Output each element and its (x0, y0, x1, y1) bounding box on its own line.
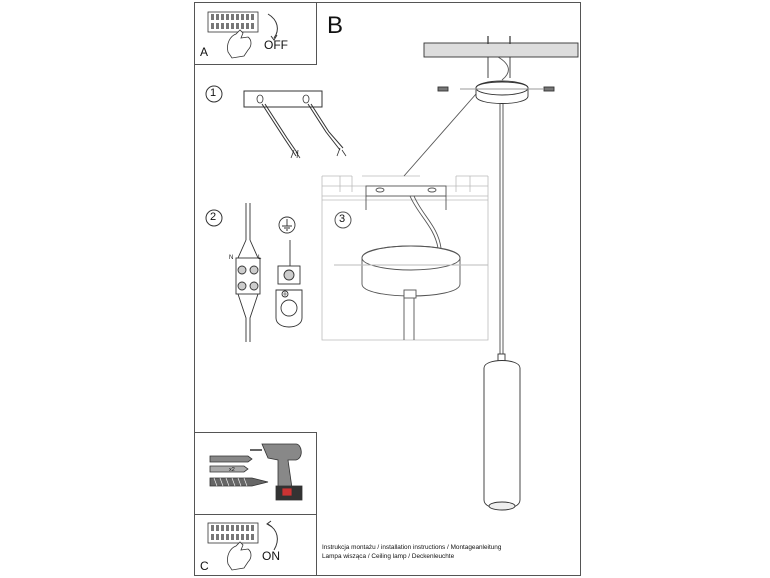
canopy-icon (334, 185, 488, 340)
arrow-up-icon (267, 523, 278, 551)
canopy-detail (321, 175, 489, 341)
step-3-number: 3 (339, 213, 346, 225)
outer-frame (194, 2, 581, 576)
step-1-circle (205, 85, 223, 103)
footer-line-2: Lampa wisząca / Ceiling lamp / Deckenleu… (322, 553, 455, 560)
mounting-plate-icon (243, 90, 323, 108)
wires-icon (261, 103, 347, 159)
step-1-number: 1 (210, 87, 217, 99)
step-2-number: 2 (210, 211, 217, 223)
terminal-label-l: L (258, 255, 262, 261)
hand-icon (227, 541, 252, 571)
ground-icon (275, 216, 303, 328)
panel-c-frame (194, 514, 317, 576)
arrow-down-icon (267, 13, 278, 39)
hand-icon (227, 29, 252, 59)
panel-c-letter: C (200, 559, 209, 573)
pendant-lamp-icon (460, 56, 544, 511)
leader-line (403, 93, 477, 177)
panel-b-letter: B (327, 12, 344, 39)
drill-icon (250, 443, 303, 501)
panel-a-action: OFF (264, 38, 288, 52)
step-3-circle (334, 211, 352, 229)
panel-a-letter: A (200, 45, 209, 59)
ceiling-bar-icon (423, 36, 579, 58)
screw-count: x2 (229, 467, 235, 473)
breaker-switches-icon (207, 11, 259, 33)
breaker-switches-icon (207, 522, 259, 544)
footer-line-1: Instrukcja montażu / installation instru… (322, 544, 502, 551)
panel-c-action: ON (262, 549, 280, 563)
step-2-circle (205, 209, 223, 227)
terminal-label-n: N (229, 255, 234, 261)
wall-anchors-icon (209, 455, 269, 487)
terminal-block-icon (235, 203, 261, 342)
panel-a-frame (194, 2, 317, 65)
